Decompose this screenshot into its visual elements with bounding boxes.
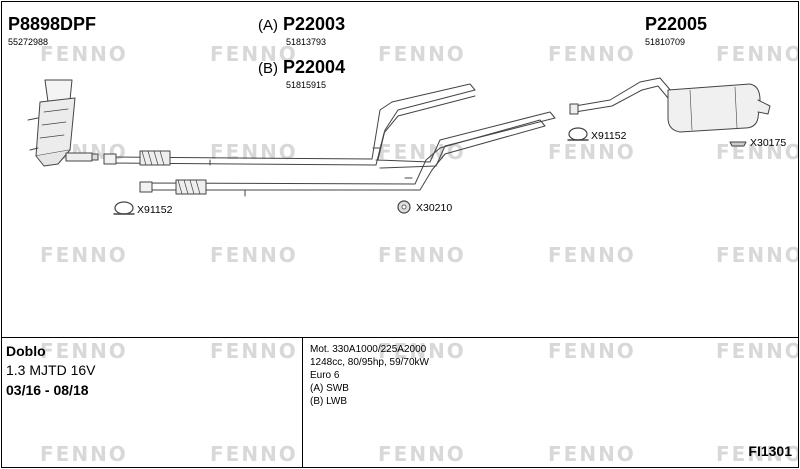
front-pipe-a-code: (A) P22003	[258, 14, 345, 35]
front-pipe-b-oe-number: 51815915	[286, 80, 327, 90]
hanger-rear-code: X30175	[750, 137, 787, 149]
front-pipe-b-code-text: P22004	[283, 57, 346, 77]
dpf-code: P8898DPF	[8, 14, 97, 34]
clamp-left-icon	[113, 201, 135, 215]
clamp-left-code: X91152	[137, 204, 173, 216]
front-pipe-a-oe-number: 51813793	[286, 37, 327, 47]
front-pipe-a-code-text: P22003	[283, 14, 346, 34]
variant-b-label: (B)	[258, 60, 278, 77]
dpf-unit	[27, 79, 99, 167]
spec-line: (A) SWB	[310, 383, 349, 394]
vehicle-model: Doblo	[6, 343, 46, 359]
hanger-rear-icon	[729, 141, 747, 147]
diagram-reference: FI1301	[748, 443, 792, 459]
front-pipe-b-code: (B) P22004	[258, 57, 345, 78]
rubber-mount-icon	[397, 200, 411, 214]
spec-line: Mot. 330A1000/225A2000	[310, 344, 427, 355]
engine-specs: Mot. 330A1000/225A2000 1248cc, 80/95hp, …	[310, 343, 429, 408]
vehicle-years: 03/16 - 08/18	[6, 382, 89, 398]
exhaust-system-drawing	[27, 77, 771, 215]
rear-silencer-oe-number: 51810709	[645, 37, 686, 47]
clamp-right-icon	[567, 127, 589, 141]
spec-line: Euro 6	[310, 370, 340, 381]
vehicle-engine: 1.3 MJTD 16V	[6, 362, 96, 378]
rear-silencer-code: P22005	[645, 14, 708, 34]
info-divider-horizontal	[1, 337, 798, 338]
variant-a-label: (A)	[258, 17, 278, 34]
info-divider-vertical	[302, 337, 303, 468]
clamp-right-code: X91152	[591, 130, 627, 142]
rear-silencer	[569, 77, 771, 133]
spec-line: 1248cc, 80/95hp, 59/70kW	[310, 357, 429, 368]
spec-line: (B) LWB	[310, 396, 348, 407]
front-pipe-b	[139, 119, 546, 197]
dpf-oe-number: 55272988	[8, 37, 49, 47]
rubber-mount-code: X30210	[416, 202, 453, 214]
